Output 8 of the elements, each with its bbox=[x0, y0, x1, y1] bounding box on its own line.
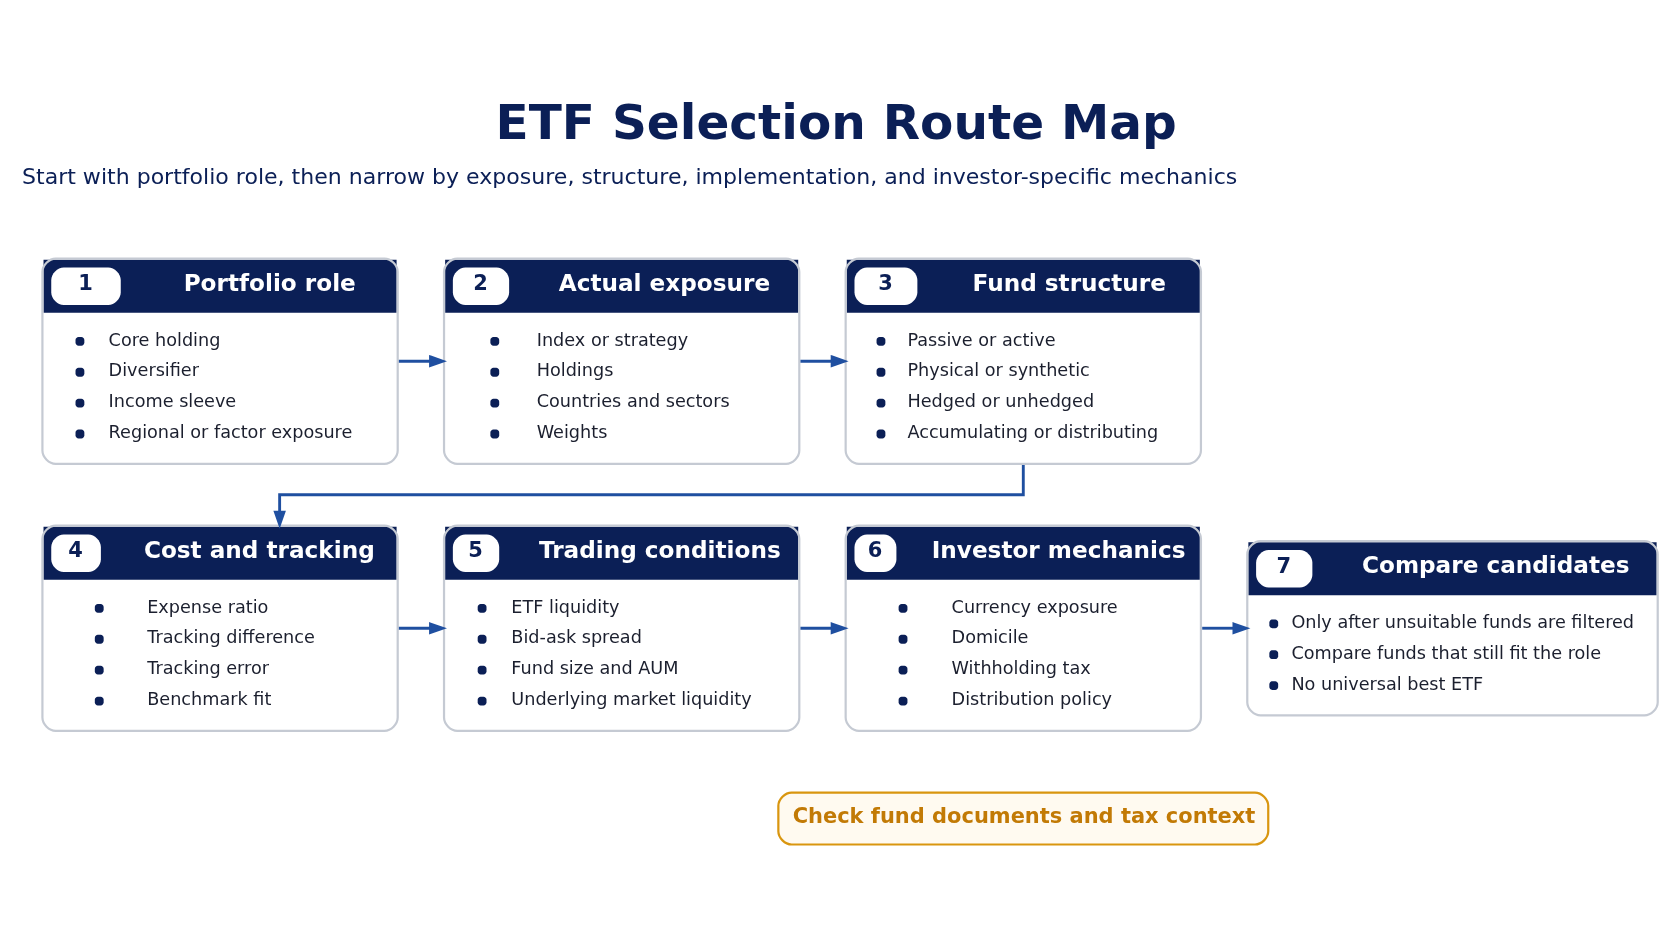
arrow bbox=[398, 621, 447, 634]
diagram-title: ETF Selection Route Map bbox=[495, 93, 1177, 150]
arrow bbox=[800, 354, 849, 367]
arrow bbox=[273, 464, 1025, 529]
arrow bbox=[800, 621, 849, 634]
arrow bbox=[398, 354, 447, 367]
label: Start with portfolio role, then narrow by exposure, structure, implementation, and investor-specific mechanics bbox=[22, 163, 1238, 189]
arrow bbox=[1202, 621, 1251, 634]
